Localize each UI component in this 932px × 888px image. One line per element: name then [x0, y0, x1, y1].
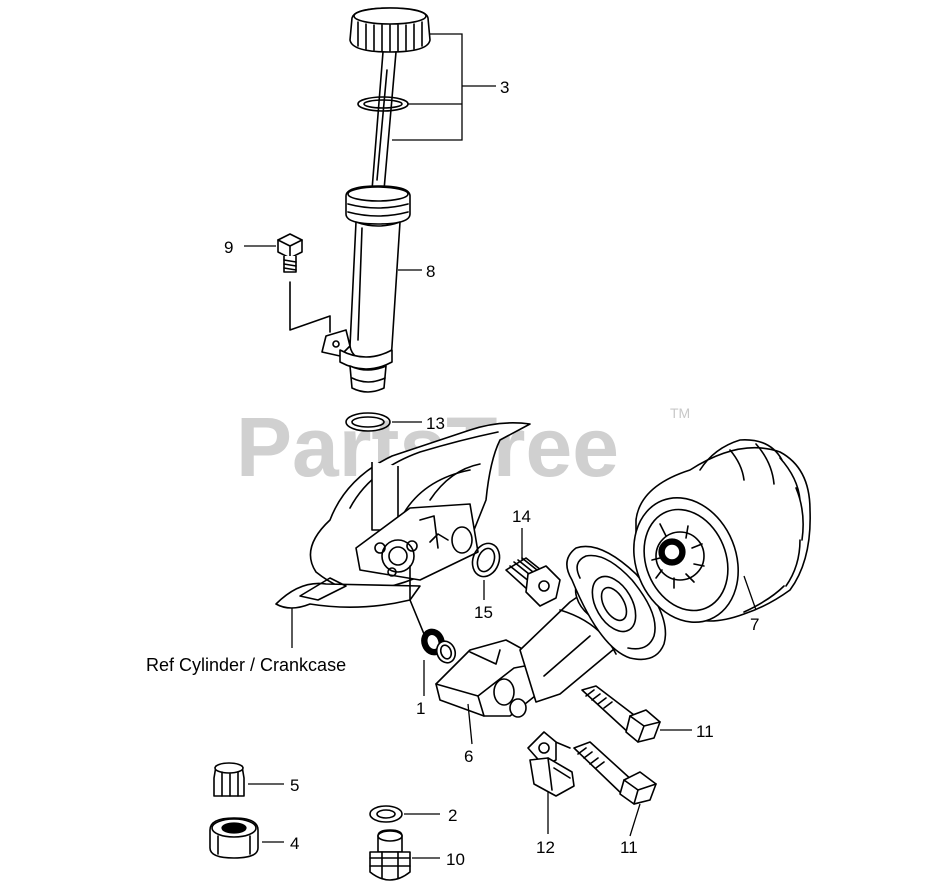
callout-7[interactable]: 7 — [750, 615, 759, 634]
callout-15[interactable]: 15 — [474, 603, 493, 622]
oil-filter[interactable] — [616, 439, 811, 638]
adapter-bolt-upper[interactable] — [581, 685, 661, 743]
callout-3[interactable]: 3 — [500, 78, 509, 97]
tube-o-ring[interactable] — [345, 412, 391, 432]
leader-lines — [244, 33, 757, 859]
drain-washer[interactable] — [369, 805, 403, 823]
oil-filter-adapter[interactable] — [435, 545, 667, 718]
callout-14[interactable]: 14 — [512, 507, 531, 526]
reference-label: Ref Cylinder / Crankcase — [146, 655, 346, 675]
adapter-plug[interactable] — [505, 557, 561, 607]
hose-clip[interactable] — [527, 731, 575, 797]
callout-8[interactable]: 8 — [426, 262, 435, 281]
callout-6[interactable]: 6 — [464, 747, 473, 766]
callout-9[interactable]: 9 — [224, 238, 233, 257]
adapter-o-ring[interactable] — [468, 540, 504, 581]
watermark-trademark: TM — [670, 405, 690, 421]
callout-11-lower[interactable]: 11 — [620, 838, 638, 857]
callout-12[interactable]: 12 — [536, 838, 555, 857]
callout-11-upper[interactable]: 11 — [696, 722, 714, 741]
drain-cap[interactable] — [209, 817, 259, 859]
callout-4[interactable]: 4 — [290, 834, 299, 853]
filter-adapter-seal[interactable] — [409, 565, 458, 665]
callout-13[interactable]: 13 — [426, 414, 445, 433]
callout-5[interactable]: 5 — [290, 776, 299, 795]
dipstick-assembly[interactable] — [349, 7, 431, 191]
adapter-bolt-lower[interactable] — [545, 737, 657, 805]
tube-bolt[interactable] — [277, 233, 331, 333]
callout-2[interactable]: 2 — [448, 806, 457, 825]
callout-1[interactable]: 1 — [416, 699, 425, 718]
dipstick-tube[interactable] — [321, 185, 411, 393]
drain-plug[interactable] — [369, 829, 411, 881]
crankcase-reference — [275, 422, 531, 609]
callout-10[interactable]: 10 — [446, 850, 465, 869]
drain-fitting-small[interactable] — [213, 762, 245, 797]
